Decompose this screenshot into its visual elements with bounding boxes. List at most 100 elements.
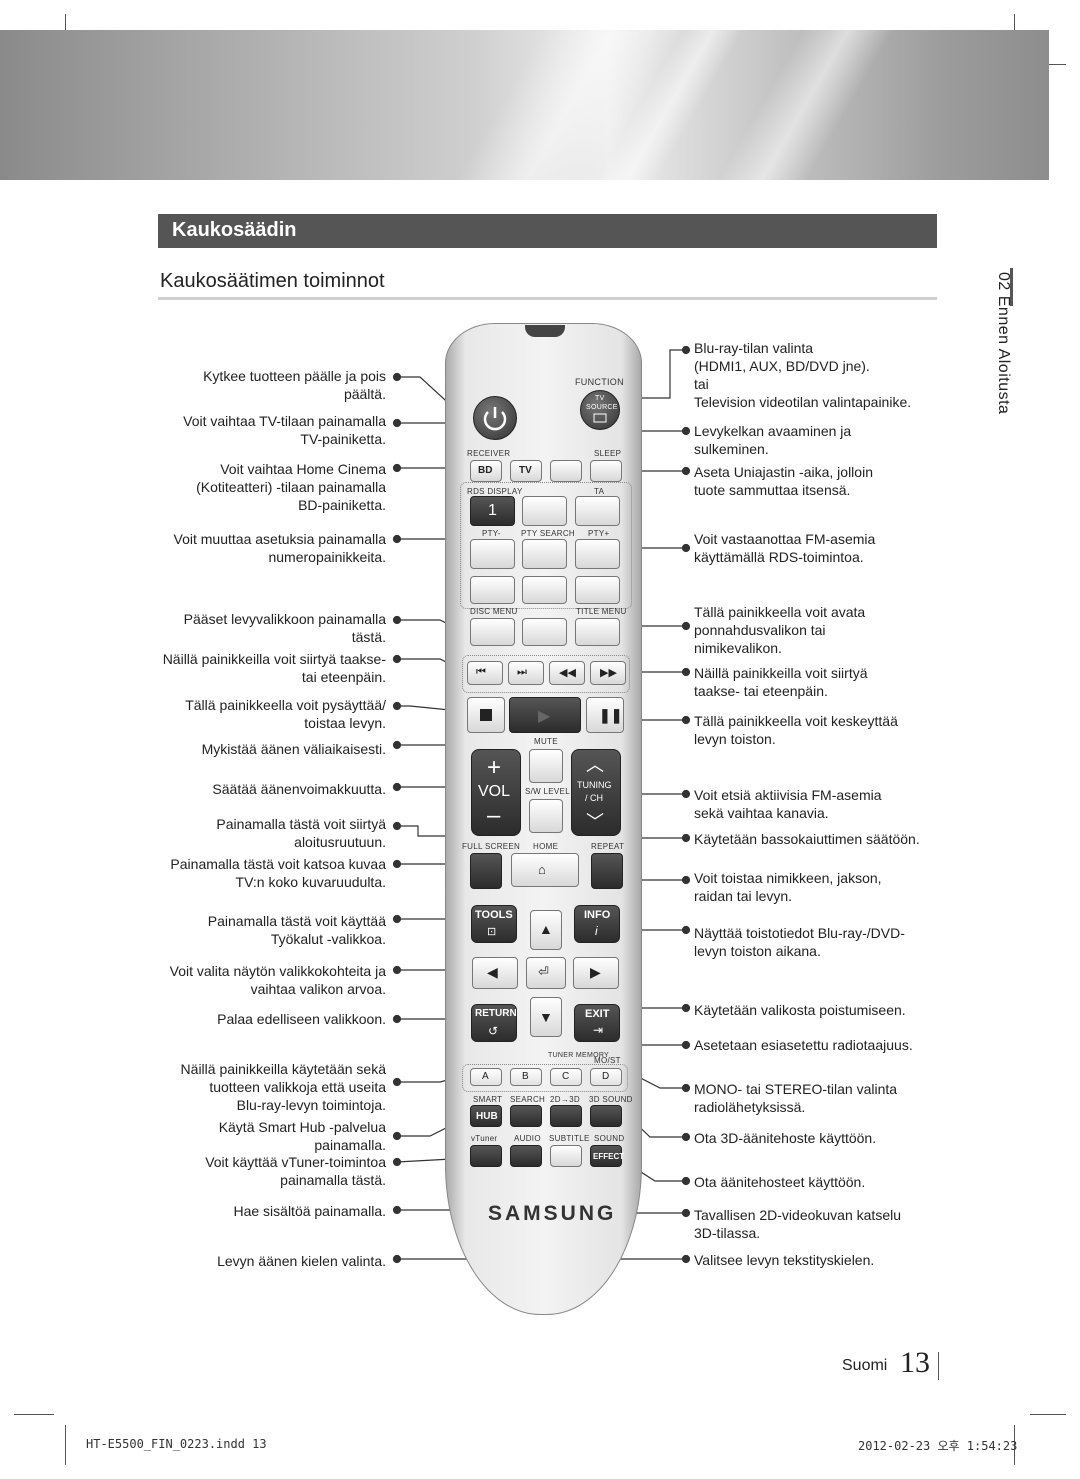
tuning-channel-rocker[interactable]: ︿ TUNING / CH ﹀ <box>571 749 621 836</box>
page-number-rule <box>938 1352 939 1380</box>
number-9-button[interactable] <box>575 576 620 604</box>
crop-mark <box>14 1414 54 1415</box>
callout-dot <box>392 740 402 750</box>
channel-up-icon: ︿ <box>586 755 604 775</box>
left-callout-line: painamalla tästä. <box>280 1172 386 1188</box>
chapter-tab-marker <box>1010 268 1013 306</box>
number-6-button[interactable] <box>575 539 620 569</box>
vtuner-button[interactable] <box>470 1145 502 1167</box>
up-button[interactable]: ▲ <box>530 910 562 950</box>
callout-dot <box>681 1208 691 1218</box>
disc-menu-button[interactable] <box>470 618 515 646</box>
sleep-button[interactable] <box>590 460 622 482</box>
play-button[interactable]: ▶ <box>509 697 581 733</box>
skip-back-button[interactable]: ⏮ <box>467 661 503 685</box>
b-button[interactable]: B <box>510 1068 542 1086</box>
number-4-button[interactable] <box>470 539 515 569</box>
tv-source-button[interactable]: TV SOURCE <box>580 390 620 430</box>
a-button[interactable]: A <box>470 1068 502 1086</box>
stop-button[interactable] <box>467 697 505 733</box>
sound-effect-button[interactable]: EFFECT <box>590 1145 624 1167</box>
power-icon <box>483 407 507 431</box>
callout-dot <box>392 914 402 924</box>
full-screen-button[interactable] <box>470 853 502 889</box>
number-2-button[interactable] <box>522 496 567 526</box>
volume-down-icon: – <box>487 802 501 829</box>
home-button[interactable]: ⌂ <box>511 853 579 887</box>
right-callout-line: Ota äänitehosteet käyttöön. <box>694 1174 866 1190</box>
right-callout-line: tuote sammuttaa itsensä. <box>694 482 851 498</box>
callout-dot <box>681 1040 691 1050</box>
tv-button[interactable]: TV <box>510 460 542 482</box>
volume-rocker[interactable]: + VOL – <box>471 749 521 836</box>
right-callout-6: Näillä painikkeilla voit siirtyä taakse- … <box>694 664 944 700</box>
right-callout-line: levyn toiston aikana. <box>694 943 821 959</box>
search-button[interactable] <box>510 1105 542 1127</box>
tools-button[interactable]: TOOLS⊡ <box>471 905 517 943</box>
callout-dot <box>392 534 402 544</box>
exit-label: EXIT <box>585 1008 610 1020</box>
chapter-label: 02 Ennen Aloitusta <box>995 272 1012 415</box>
callout-dot <box>392 654 402 664</box>
c-button[interactable]: C <box>550 1068 582 1086</box>
search-forward-button[interactable]: ▶▶ <box>590 661 626 685</box>
left-callout-19: Levyn äänen kielen valinta. <box>146 1252 386 1270</box>
pause-button[interactable]: ❚❚ <box>586 697 624 733</box>
number-3-button[interactable] <box>575 496 620 526</box>
right-callout-line: Näillä painikkeilla voit siirtyä <box>694 665 868 681</box>
left-callout-line: Voit vaihtaa TV-tilaan painamalla <box>183 413 386 429</box>
mute-button[interactable] <box>529 749 563 783</box>
right-callout-line: Voit vastaanottaa FM-asemia <box>694 531 876 547</box>
number-1-button[interactable]: 1 <box>470 496 515 526</box>
number-5-button[interactable] <box>522 539 567 569</box>
return-button[interactable]: RETURN↺ <box>471 1004 517 1042</box>
open-close-button[interactable] <box>550 460 582 482</box>
left-callout-line: Säätää äänenvoimakkuutta. <box>212 781 386 797</box>
left-callout-line: Blu-ray-levyn toimintoja. <box>236 1097 386 1113</box>
number-pad-group <box>460 482 632 609</box>
color-keys-group <box>462 1064 628 1092</box>
subtitle-button[interactable] <box>550 1145 582 1167</box>
repeat-button[interactable] <box>591 853 623 889</box>
2d-3d-button[interactable] <box>550 1105 582 1127</box>
callout-dot <box>681 345 691 355</box>
sw-level-button[interactable] <box>529 799 563 833</box>
right-callout-9: Käytetään bassokaiuttimen säätöön. <box>694 830 944 848</box>
number-8-button[interactable] <box>522 576 567 604</box>
right-callout-line: Ota 3D-äänitehoste käyttöön. <box>694 1130 877 1146</box>
enter-button[interactable]: ⏎ <box>526 957 566 989</box>
left-callout-8: Mykistää äänen väliaikaisesti. <box>146 740 386 758</box>
skip-forward-button[interactable]: ⏭ <box>508 661 544 685</box>
left-callout-line: Palaa edelliseen valikkoon. <box>217 1011 386 1027</box>
tuner-memory-label: TUNER MEMORY <box>548 1052 610 1059</box>
number-0-button[interactable] <box>522 618 567 646</box>
callout-dot <box>392 965 402 975</box>
3d-sound-button[interactable] <box>590 1105 622 1127</box>
left-button[interactable]: ◀ <box>472 957 518 989</box>
search-back-button[interactable]: ◀◀ <box>549 661 585 685</box>
down-button[interactable]: ▼ <box>530 997 562 1037</box>
right-callout-line: ponnahdusvalikon tai <box>694 622 826 638</box>
power-button[interactable] <box>473 396 517 440</box>
audio-button[interactable] <box>510 1145 542 1167</box>
left-callout-line: Levyn äänen kielen valinta. <box>217 1253 386 1269</box>
title-menu-button[interactable] <box>575 618 620 646</box>
right-callout-line: taakse- tai eteenpäin. <box>694 683 828 699</box>
callout-dot <box>681 621 691 631</box>
number-7-button[interactable] <box>470 576 515 604</box>
tools-icon: ⊡ <box>487 926 497 938</box>
left-callout-line: Näillä painikkeilla voit siirtyä taakse- <box>162 651 386 667</box>
home-icon: ⌂ <box>538 862 546 877</box>
right-button[interactable]: ▶ <box>573 957 619 989</box>
down-arrow-icon: ▼ <box>539 1009 553 1025</box>
d-button[interactable]: D <box>590 1068 622 1086</box>
exit-button[interactable]: EXIT⇥ <box>574 1004 620 1042</box>
right-callout-line: Voit etsiä aktiivisia FM-asemia <box>694 787 882 803</box>
bd-button[interactable]: BD <box>470 460 502 482</box>
right-callout-16: Ota äänitehosteet käyttöön. <box>694 1173 944 1191</box>
smart-hub-button[interactable]: HUB <box>470 1105 502 1127</box>
right-callout-line: MONO- tai STEREO-tilan valinta <box>694 1081 898 1097</box>
